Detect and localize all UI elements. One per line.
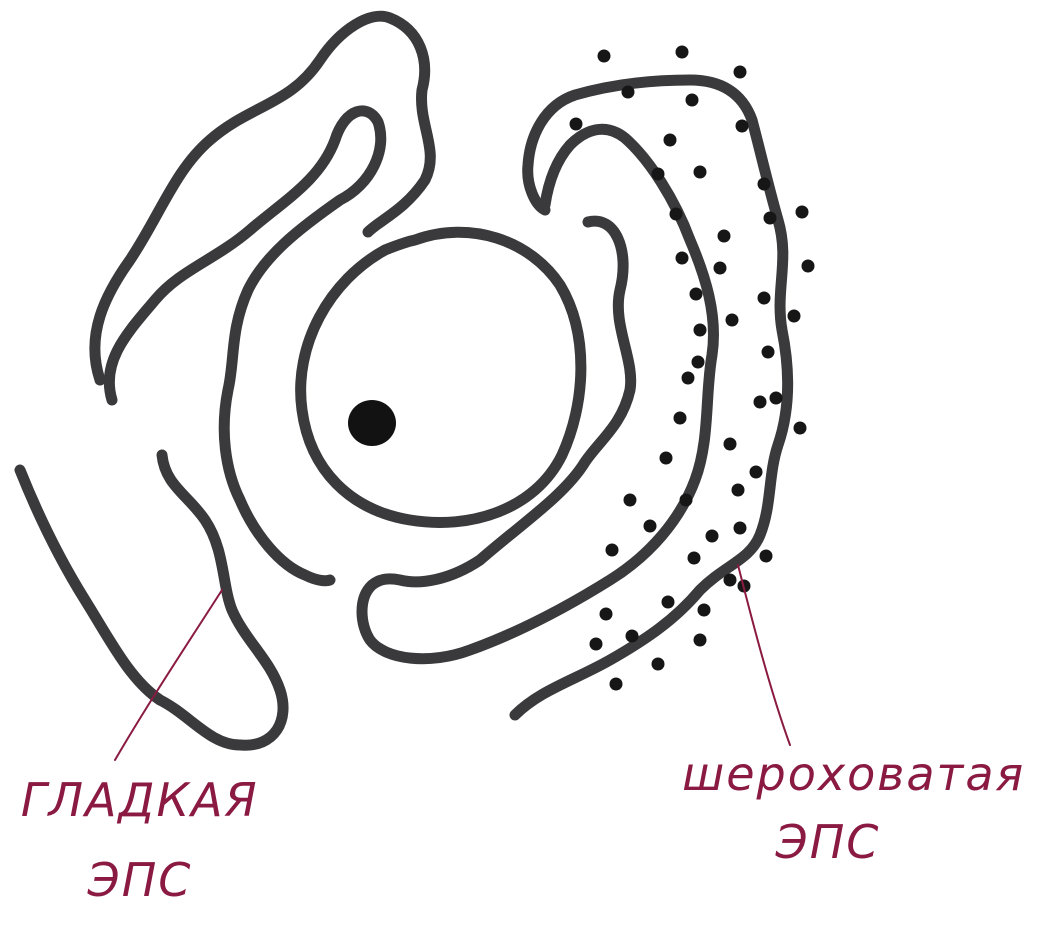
ribosome-dot — [680, 494, 693, 507]
ribosome-dot — [660, 452, 673, 465]
ribosome-dot — [652, 658, 665, 671]
ribosome-dot — [674, 412, 687, 425]
ribosome-dot — [714, 262, 727, 275]
rough-er-label: шероховатая ЭПС — [682, 747, 1042, 869]
smooth-er-membrane — [95, 16, 430, 380]
ribosome-dot — [694, 166, 707, 179]
ribosome-dot — [764, 212, 777, 225]
rough-er-label-line2: ЭПС — [775, 815, 881, 869]
ribosome-dot — [610, 678, 623, 691]
ribosome-dot — [692, 356, 705, 369]
smooth-er-label-line2: ЭПС — [87, 853, 193, 907]
ribosome-dot — [724, 438, 737, 451]
ribosome-dot — [598, 50, 611, 63]
ribosome-dot — [754, 396, 767, 409]
ribosome-dot — [802, 260, 815, 273]
ribosome-dot — [732, 484, 745, 497]
ribosome-dot — [664, 134, 677, 147]
ribosome-dot — [676, 252, 689, 265]
ribosome-dot — [788, 310, 801, 323]
ribosome-dot — [670, 208, 683, 221]
ribosome-dot — [760, 550, 773, 563]
ribosome-dot — [688, 552, 701, 565]
ribosome-dot — [570, 118, 583, 131]
ribosome-dot — [758, 178, 771, 191]
ribosome-dot — [682, 372, 695, 385]
smooth-er-label-line1: ГЛАДКАЯ — [21, 773, 259, 827]
ribosome-dot — [734, 66, 747, 79]
ribosome-dot — [706, 530, 719, 543]
ribosome-dot — [622, 86, 635, 99]
ribosome-dot — [676, 46, 689, 59]
ribosome-dot — [726, 314, 739, 327]
ribosome-dot — [662, 596, 675, 609]
ribosome-dot — [652, 168, 665, 181]
ribosome-dot — [750, 466, 763, 479]
ribosome-dot — [718, 230, 731, 243]
ribosome-dot — [694, 634, 707, 647]
ribosome-dot — [600, 608, 613, 621]
rough-er-label-line1: шероховатая — [682, 747, 1025, 801]
ribosome-dot — [762, 346, 775, 359]
ribosome-dot — [724, 574, 737, 587]
ribosome-dot — [698, 604, 711, 617]
ribosome-dot — [590, 638, 603, 651]
nucleolus — [348, 400, 396, 446]
ribosome-dot — [770, 392, 783, 405]
ribosome-dot — [626, 630, 639, 643]
ribosome-dot — [606, 544, 619, 557]
ribosome-dot — [644, 520, 657, 533]
ribosome-dot — [734, 522, 747, 535]
smooth-er-membrane — [109, 111, 381, 581]
ribosome-dot — [694, 324, 707, 337]
smooth-er-label: ГЛАДКАЯ ЭПС — [21, 773, 275, 907]
ribosome-dot — [690, 288, 703, 301]
ribosome-dot — [796, 206, 809, 219]
nucleus — [301, 232, 581, 522]
ribosome-dot — [624, 494, 637, 507]
ribosome-dot — [736, 120, 749, 133]
ribosome-dot — [686, 94, 699, 107]
ribosome-dot — [794, 422, 807, 435]
rough-er-leader-line — [738, 565, 790, 745]
ribosome-dot — [758, 292, 771, 305]
